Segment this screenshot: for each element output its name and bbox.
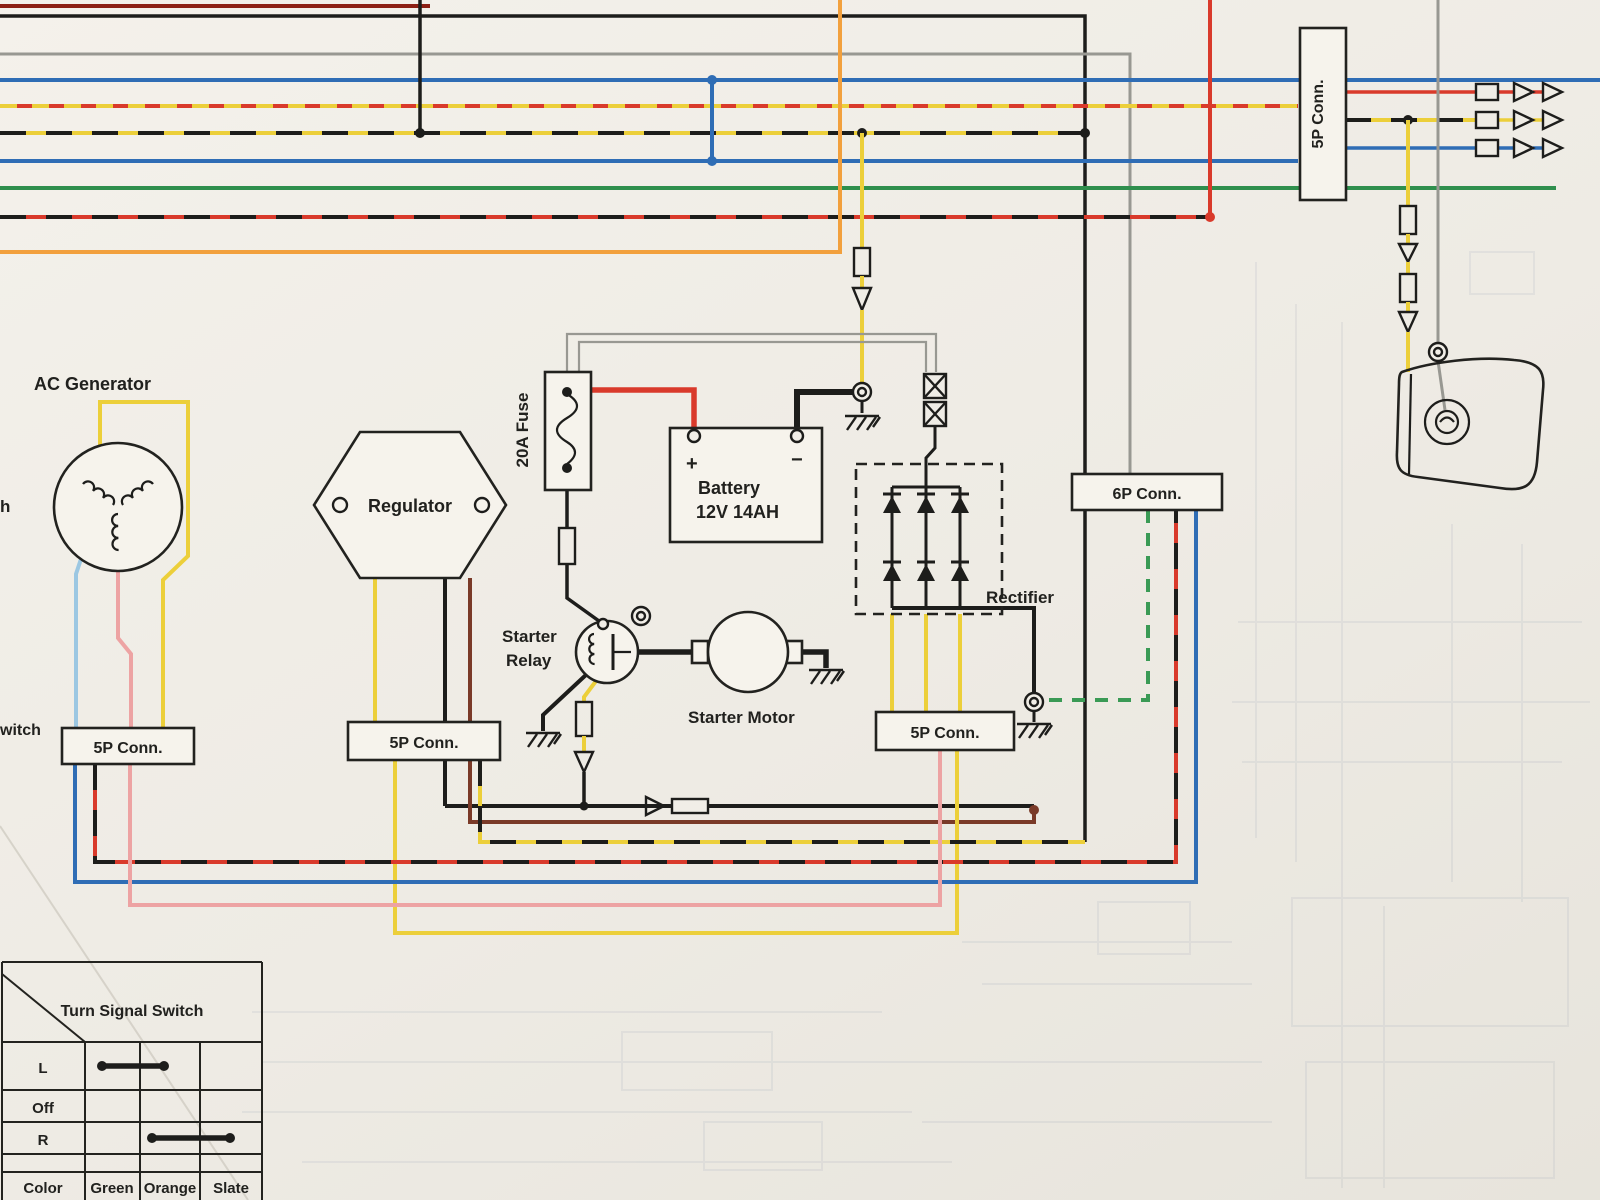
connector-arrow-icon [644,795,667,817]
grommet-icon [851,381,873,403]
inline-connector-icon [1398,272,1418,304]
battery-terminal-icon [686,428,702,444]
rectifier [854,462,1004,616]
label-starter-relay-1: Starter [502,627,557,646]
connector-arrow-icon [851,286,873,314]
inline-connector-icon [557,526,577,566]
label-fuse: 20A Fuse [513,393,532,468]
table-footer-orange: Orange [144,1180,197,1197]
top-harness-wires [0,0,1600,842]
label-rectifier: Rectifier [986,588,1054,607]
yellow-drop-wire [851,133,873,383]
connector-5p-left [60,726,196,766]
ground-icon [807,668,846,686]
headlight [1395,357,1545,491]
label-battery-plus: + [686,453,698,475]
connectors [60,26,1348,766]
ground-icon [524,731,563,749]
paper-bleedthrough-ghost [242,251,1590,1188]
filament-icon [1439,416,1455,423]
inline-connector-icon [852,246,872,278]
label-battery-spec: 12V 14AH [696,502,779,522]
connector-5p-top-right [1298,26,1348,202]
connector-5p-right [874,710,1016,752]
connector-arrow-icon [573,750,595,775]
table-row-label-off: Off [32,1100,55,1117]
label-conn-5p-top-right: 5P Conn. [1310,79,1327,148]
table-title: Turn Signal Switch [61,1003,204,1020]
grommet-icon [1023,691,1045,713]
table-footer-slate: Slate [213,1180,249,1197]
inline-connector-icon [1474,82,1500,102]
coil-icon [588,632,595,666]
connector-arrow-icon [1541,109,1565,131]
mounting-hole-icon [331,496,349,514]
label-battery-minus: − [791,449,803,471]
connector-arrow-icon [1512,109,1536,131]
inline-connector-icon [1474,138,1500,158]
connector-arrow-icon [1512,137,1536,159]
label-conn-5p-right: 5P Conn. [910,725,979,742]
main-fuse [543,370,593,492]
table-row-label-l: L [38,1060,47,1077]
ac-generator [52,441,184,573]
starter-relay [574,617,640,685]
connector-arrow-icon [1512,81,1536,103]
starter-motor [690,610,804,694]
table-row-label-r: R [38,1132,49,1149]
table-header-diagonal [1,973,86,1043]
main-circuit-wires [73,332,1198,935]
turn-signal-switch-table [1,961,263,1200]
label-conn-5p-left: 5P Conn. [93,740,162,757]
headlight-feed-wires [1397,0,1447,411]
coil-icon [82,480,154,552]
connector-arrow-icon [1541,81,1565,103]
ground-icon [1015,722,1054,740]
connector-6p [1070,472,1224,512]
connector-arrow-icon [1541,137,1565,159]
relay-terminal-icon [596,617,610,631]
mounting-hole-icon [473,496,491,514]
ground-icon [843,414,882,432]
inline-connector-icon [1474,110,1500,130]
grommet-icon [1427,341,1449,363]
label-conn-6p: 6P Conn. [1112,486,1181,503]
grommet-icon [630,605,652,627]
right-edge-terminals [1345,81,1565,159]
table-footer-green: Green [90,1180,133,1197]
label-starter-relay-2: Relay [506,651,552,670]
connector-arrow-icon [1397,242,1419,265]
table-footer-color: Color [23,1180,62,1197]
inline-connector-icon [574,700,594,738]
inline-connector-icon [1398,204,1418,236]
bulb-icon [1423,398,1471,446]
fuse-element-icon [555,393,579,465]
connector-5p-middle [346,720,502,762]
battery [668,426,824,544]
connector-arrow-icon [1397,310,1419,335]
label-starter-motor: Starter Motor [688,708,795,727]
inline-connector-icon [922,372,948,400]
label-battery-name: Battery [698,478,760,498]
label-regulator: Regulator [368,496,452,516]
label-ac-generator: AC Generator [34,374,151,394]
label-conn-5p-middle: 5P Conn. [389,735,458,752]
diode-icon [883,492,969,581]
label-edge-fragment-h: h [0,497,10,516]
regulator [312,430,508,580]
label-edge-fragment-switch: witch [0,722,41,739]
inline-connector-icon [670,797,710,815]
battery-terminal-icon [789,428,805,444]
